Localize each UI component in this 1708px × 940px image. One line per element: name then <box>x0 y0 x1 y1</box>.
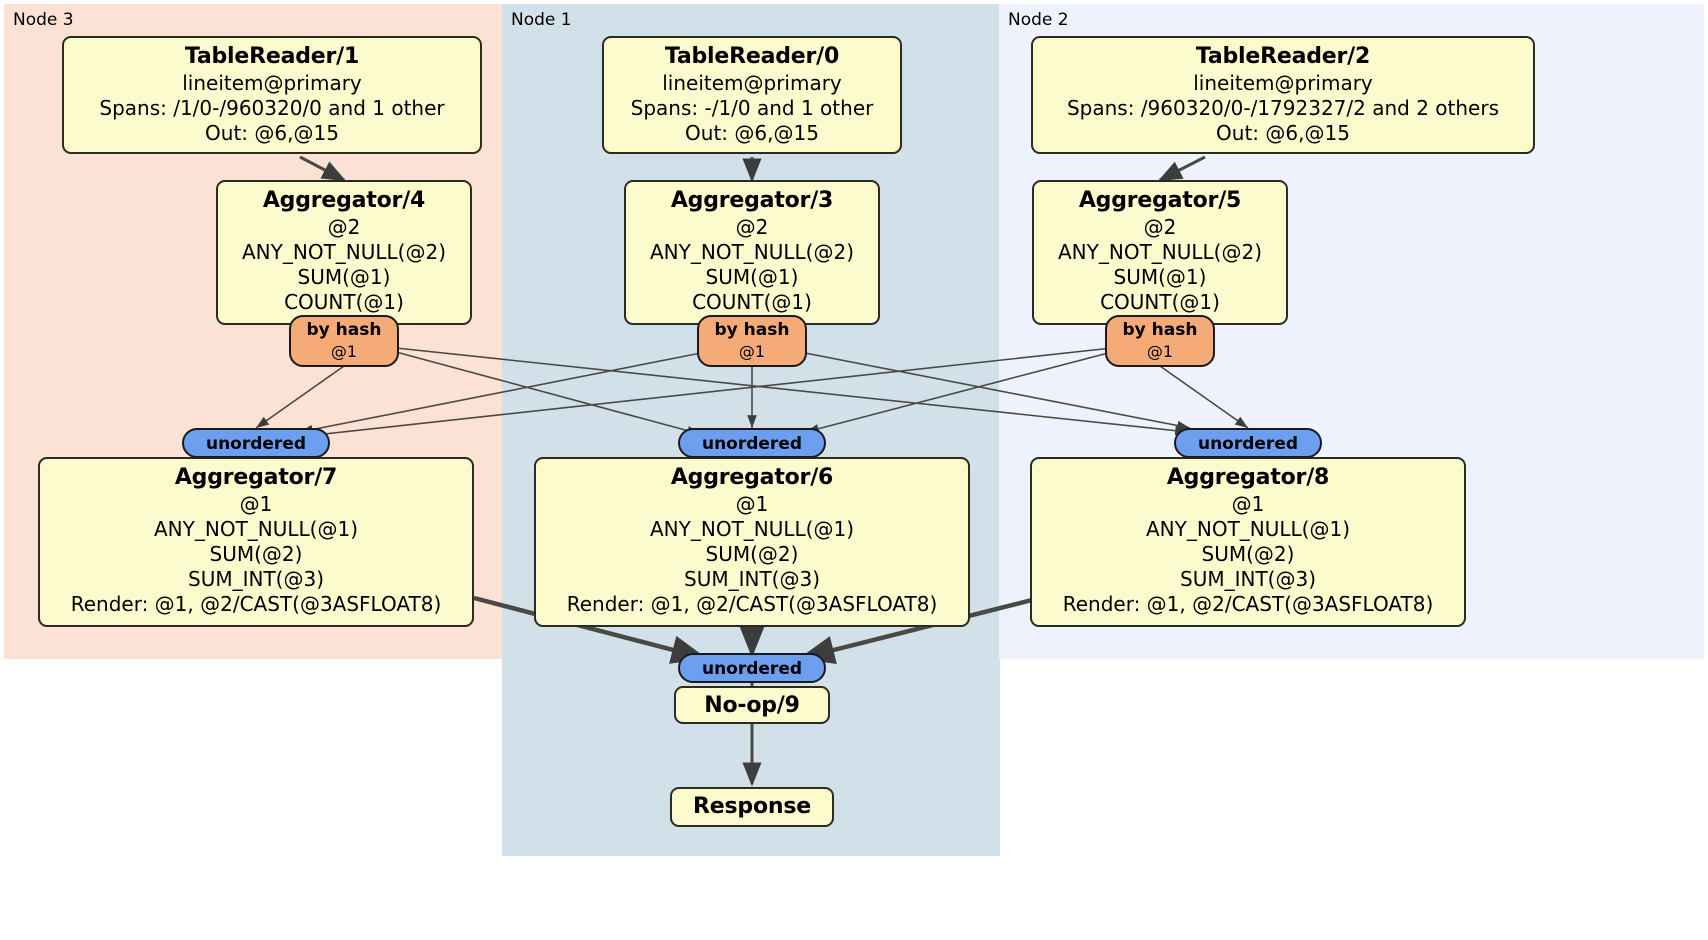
processor-detail: SUM_INT(@3) <box>188 567 324 591</box>
processor-detail: SUM_INT(@3) <box>684 567 820 591</box>
processor-detail: Spans: /1/0-/960320/0 and 1 other <box>99 96 445 120</box>
processor-aggregator-5[interactable]: Aggregator/5 @2 ANY_NOT_NULL(@2) SUM(@1)… <box>1032 180 1288 325</box>
processor-aggregator-4[interactable]: Aggregator/4 @2 ANY_NOT_NULL(@2) SUM(@1)… <box>216 180 472 325</box>
processor-detail: ANY_NOT_NULL(@2) <box>650 240 854 264</box>
processor-title: Aggregator/4 <box>262 188 426 213</box>
processor-detail: lineitem@primary <box>1193 71 1373 95</box>
processor-response[interactable]: Response <box>670 787 834 827</box>
processor-detail: @1 <box>1231 492 1265 516</box>
processor-detail: SUM(@1) <box>1113 265 1207 289</box>
processor-detail: Render: @1, @2/CAST(@3ASFLOAT8) <box>1062 592 1434 616</box>
stream-unordered-left[interactable]: unordered <box>182 428 330 458</box>
processor-detail: ANY_NOT_NULL(@1) <box>650 517 854 541</box>
processor-detail: SUM_INT(@3) <box>1180 567 1316 591</box>
router-by-hash-aggregator-5[interactable]: by hash @1 <box>1105 315 1215 367</box>
processor-title: Response <box>693 794 811 819</box>
processor-title: Aggregator/6 <box>670 465 834 490</box>
processor-detail: @2 <box>1143 215 1177 239</box>
processor-detail: @2 <box>327 215 361 239</box>
node-region-label-node3: Node 3 <box>13 10 74 30</box>
processor-aggregator-8[interactable]: Aggregator/8 @1 ANY_NOT_NULL(@1) SUM(@2)… <box>1030 457 1466 627</box>
processor-detail: SUM(@2) <box>705 542 799 566</box>
processor-title: Aggregator/3 <box>670 188 834 213</box>
processor-detail: COUNT(@1) <box>692 290 812 314</box>
router-sublabel: @1 <box>738 342 766 361</box>
processor-title: No-op/9 <box>704 693 800 718</box>
processor-detail: SUM(@2) <box>209 542 303 566</box>
processor-detail: @2 <box>735 215 769 239</box>
node-region-label-node2: Node 2 <box>1008 10 1069 30</box>
stream-label: unordered <box>205 434 307 454</box>
stream-label: unordered <box>701 659 803 679</box>
processor-detail: Spans: /960320/0-/1792327/2 and 2 others <box>1066 96 1499 120</box>
processor-detail: lineitem@primary <box>662 71 842 95</box>
router-label: by hash <box>714 320 790 340</box>
processor-no-op-9[interactable]: No-op/9 <box>674 686 830 724</box>
processor-detail: Render: @1, @2/CAST(@3ASFLOAT8) <box>566 592 938 616</box>
stream-unordered-center[interactable]: unordered <box>678 428 826 458</box>
stream-unordered-right[interactable]: unordered <box>1174 428 1322 458</box>
router-by-hash-aggregator-3[interactable]: by hash @1 <box>697 315 807 367</box>
processor-title: TableReader/1 <box>184 44 360 69</box>
processor-detail: ANY_NOT_NULL(@2) <box>242 240 446 264</box>
router-label: by hash <box>1122 320 1198 340</box>
processor-detail: Render: @1, @2/CAST(@3ASFLOAT8) <box>70 592 442 616</box>
stream-label: unordered <box>701 434 803 454</box>
processor-detail: SUM(@1) <box>705 265 799 289</box>
processor-detail: SUM(@1) <box>297 265 391 289</box>
processor-detail: lineitem@primary <box>182 71 362 95</box>
processor-aggregator-3[interactable]: Aggregator/3 @2 ANY_NOT_NULL(@2) SUM(@1)… <box>624 180 880 325</box>
stream-unordered-final[interactable]: unordered <box>678 653 826 683</box>
processor-aggregator-6[interactable]: Aggregator/6 @1 ANY_NOT_NULL(@1) SUM(@2)… <box>534 457 970 627</box>
processor-detail: Out: @6,@15 <box>1216 121 1350 145</box>
router-label: by hash <box>306 320 382 340</box>
processor-detail: ANY_NOT_NULL(@1) <box>154 517 358 541</box>
node-region-label-node1: Node 1 <box>511 10 572 30</box>
processor-detail: Spans: -/1/0 and 1 other <box>630 96 874 120</box>
processor-table-reader-0[interactable]: TableReader/0 lineitem@primary Spans: -/… <box>602 36 902 154</box>
processor-title: Aggregator/7 <box>174 465 338 490</box>
processor-detail: ANY_NOT_NULL(@2) <box>1058 240 1262 264</box>
processor-aggregator-7[interactable]: Aggregator/7 @1 ANY_NOT_NULL(@1) SUM(@2)… <box>38 457 474 627</box>
processor-title: TableReader/2 <box>1195 44 1371 69</box>
processor-detail: Out: @6,@15 <box>685 121 819 145</box>
processor-detail: COUNT(@1) <box>284 290 404 314</box>
processor-detail: @1 <box>735 492 769 516</box>
router-sublabel: @1 <box>330 342 358 361</box>
processor-detail: COUNT(@1) <box>1100 290 1220 314</box>
processor-title: Aggregator/8 <box>1166 465 1330 490</box>
router-by-hash-aggregator-4[interactable]: by hash @1 <box>289 315 399 367</box>
processor-table-reader-2[interactable]: TableReader/2 lineitem@primary Spans: /9… <box>1031 36 1535 154</box>
router-sublabel: @1 <box>1146 342 1174 361</box>
processor-detail: ANY_NOT_NULL(@1) <box>1146 517 1350 541</box>
processor-detail: SUM(@2) <box>1201 542 1295 566</box>
processor-detail: Out: @6,@15 <box>205 121 339 145</box>
stream-label: unordered <box>1197 434 1299 454</box>
processor-table-reader-1[interactable]: TableReader/1 lineitem@primary Spans: /1… <box>62 36 482 154</box>
processor-detail: @1 <box>239 492 273 516</box>
processor-title: TableReader/0 <box>664 44 840 69</box>
processor-title: Aggregator/5 <box>1078 188 1242 213</box>
